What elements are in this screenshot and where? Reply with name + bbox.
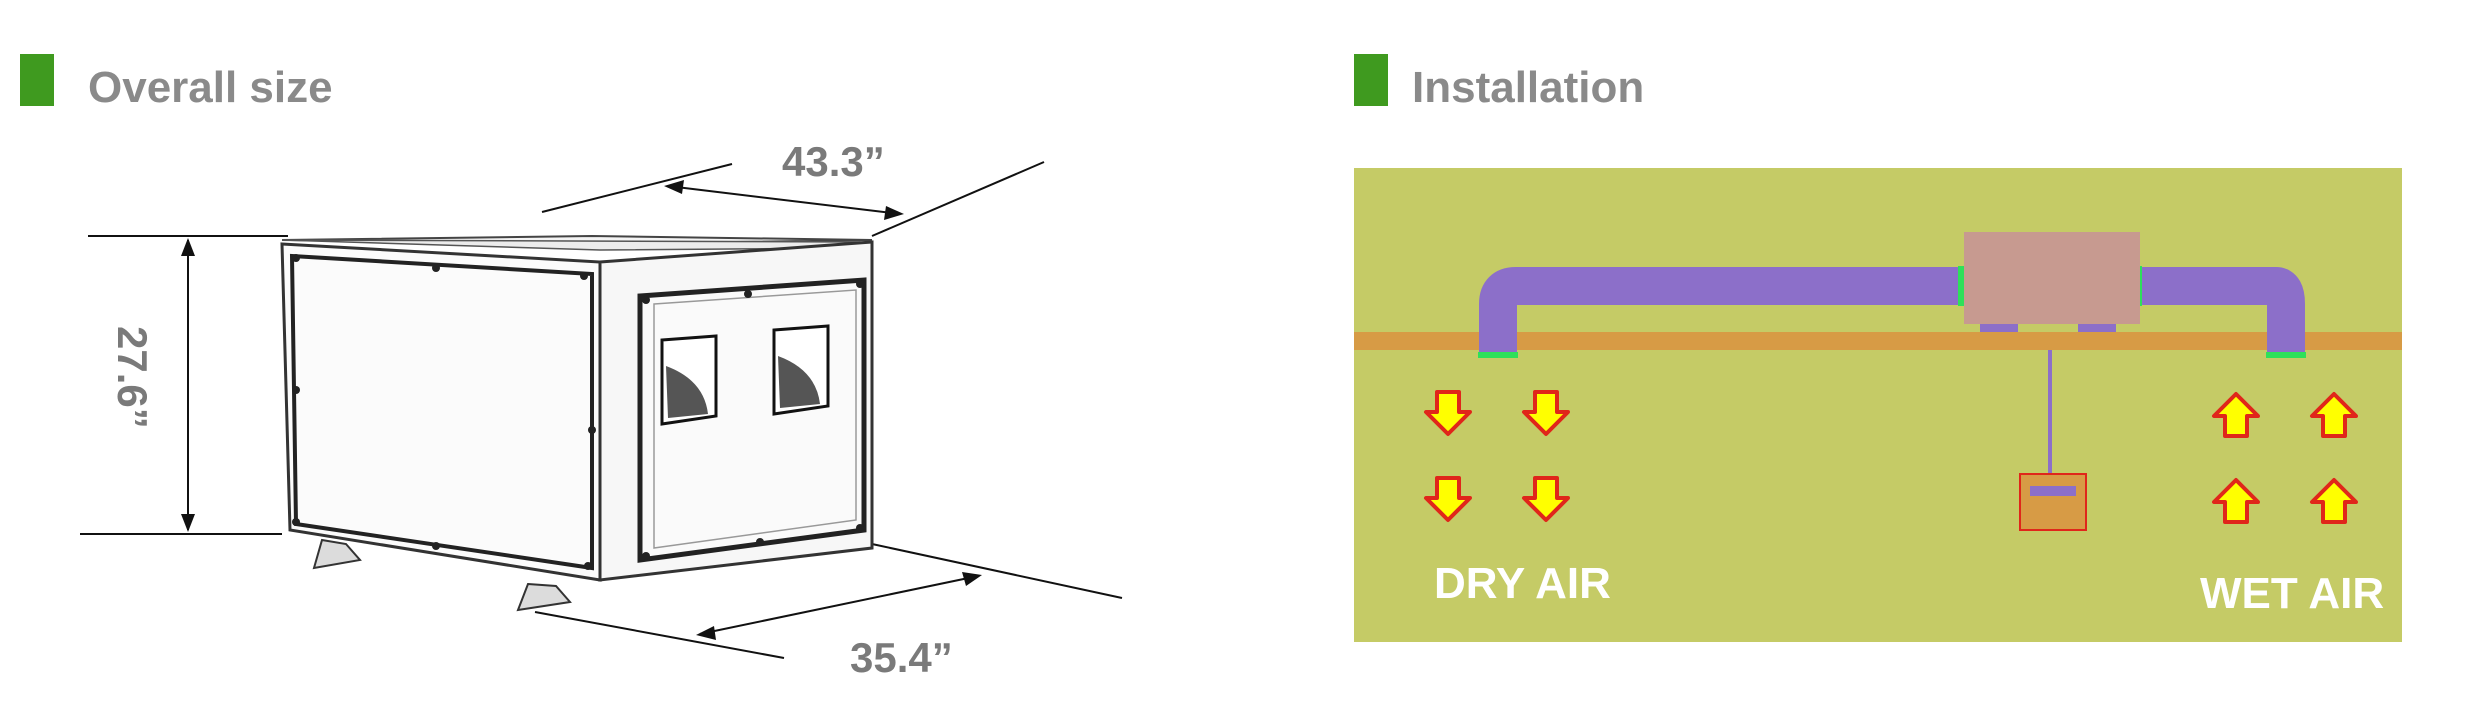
up-arrow-icon [2212, 478, 2260, 524]
dehumidifier-box [1964, 232, 2140, 324]
duct-joint [2136, 266, 2142, 306]
wet-air-label: WET AIR [2200, 569, 2384, 618]
unit-dimension-drawing: 43.3” 27.6” 35.4” [80, 138, 1123, 681]
up-arrow-icon [2310, 478, 2358, 524]
duct-joint [1478, 352, 1518, 358]
ground-area [1354, 168, 2402, 642]
width-dimension-label: 43.3” [782, 138, 885, 185]
depth-dimension-label: 35.4” [850, 634, 953, 681]
unit-foot [2078, 324, 2116, 332]
duct-joint [1958, 266, 1964, 306]
down-arrow-icon [1522, 476, 1570, 522]
drain-tank-inlet [2030, 486, 2076, 496]
up-arrow-icon [2310, 392, 2358, 438]
left-duct [1479, 267, 1962, 354]
unit-foot [1980, 324, 2018, 332]
down-arrow-icon [1424, 476, 1472, 522]
down-arrow-icon [1424, 390, 1472, 436]
dehumidifier-unit [280, 234, 874, 612]
duct-joint [2266, 352, 2306, 358]
dimension-lines [80, 161, 1123, 659]
right-duct [2138, 267, 2305, 354]
section-marker [20, 54, 54, 106]
dry-air-label: DRY AIR [1434, 559, 1611, 608]
up-arrow-icon [2212, 392, 2260, 438]
floor-line [1354, 332, 2402, 350]
overall-size-heading: Overall size [88, 63, 333, 112]
installation-heading: Installation [1412, 63, 1645, 112]
down-arrow-icon [1522, 390, 1570, 436]
dimension-arrowheads [181, 180, 982, 640]
drain-tank [2019, 473, 2087, 531]
height-dimension-label: 27.6” [109, 326, 156, 429]
section-marker [1354, 54, 1388, 106]
